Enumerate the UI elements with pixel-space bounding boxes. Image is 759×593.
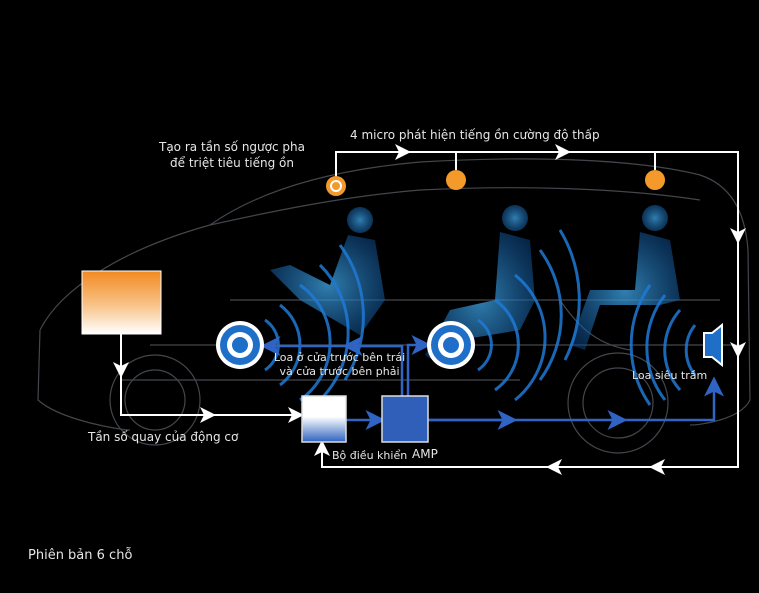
- anti-phase-line1: Tạo ra tần số ngược pha: [159, 140, 305, 154]
- passengers: [270, 205, 680, 365]
- amp-signal-lines: [260, 335, 724, 430]
- microphone-3: [645, 170, 665, 190]
- amp-box: [381, 395, 429, 443]
- front-speakers-line1: Loa ở cửa trước bên trái: [273, 351, 406, 364]
- microphone-2: [446, 170, 466, 190]
- mic-signal-lines: [113, 144, 746, 475]
- amp-label: AMP: [412, 447, 438, 461]
- controller-label: Bộ điều khiển: [332, 449, 408, 462]
- front-right-speaker-icon: [427, 321, 475, 369]
- front-speakers-line2: và cửa trước bên phải: [279, 365, 400, 378]
- sound-waves: [264, 229, 697, 406]
- subwoofer-label: Loa siêu trầm: [632, 369, 708, 382]
- front-speakers-label: Loa ở cửa trước bên trái và cửa trước bê…: [272, 351, 407, 379]
- version-label: Phiên bản 6 chỗ: [28, 548, 133, 563]
- anti-phase-line2: để triệt tiêu tiếng ồn: [170, 156, 294, 170]
- front-left-speaker-icon: [216, 321, 264, 369]
- engine-frequency-box: [81, 270, 162, 335]
- subwoofer-icon: [703, 322, 723, 368]
- microphone-1: [326, 176, 346, 196]
- microphones-label: 4 micro phát hiện tiếng ồn cường độ thấp: [350, 128, 600, 142]
- anti-phase-label: Tạo ra tần số ngược pha để triệt tiêu ti…: [156, 139, 308, 171]
- controller-box: [301, 395, 347, 443]
- engine-frequency-label: Tần số quay của động cơ: [88, 430, 239, 444]
